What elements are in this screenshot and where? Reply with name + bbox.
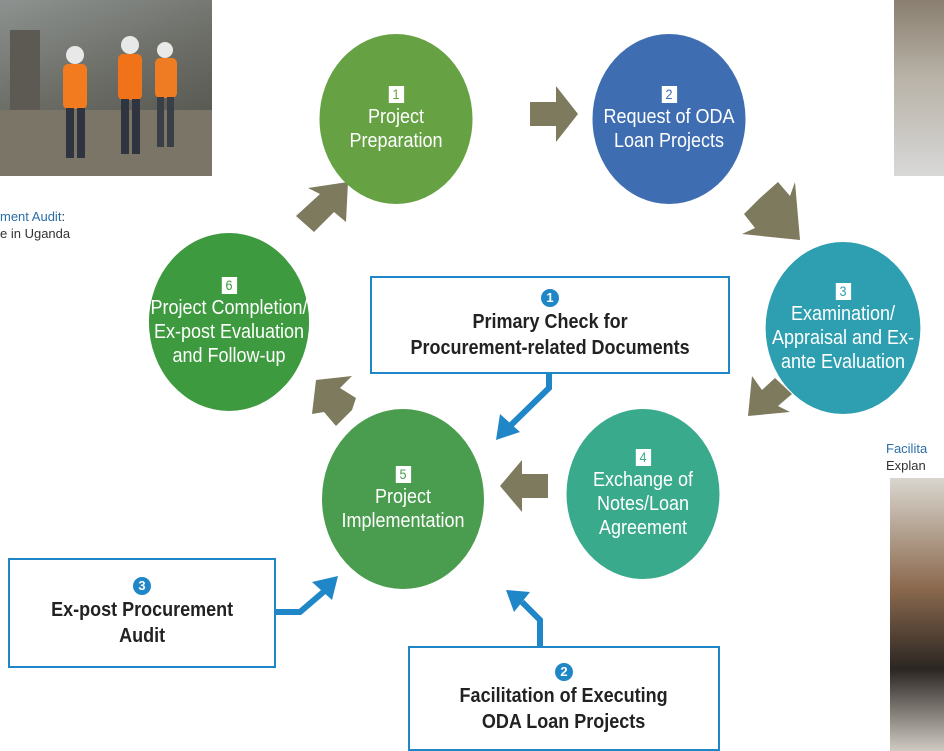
caption-audit-title: ment Audit bbox=[0, 209, 62, 224]
arrow-box1-head bbox=[496, 414, 520, 440]
arrow-box1-to-step5 bbox=[505, 370, 552, 431]
caption-audit-sub: e in Uganda bbox=[0, 226, 71, 241]
step-4-number: 4 bbox=[635, 448, 651, 466]
step-2-label: Request of ODA Loan Projects bbox=[603, 105, 735, 152]
caption-facilit-sub: Explan bbox=[886, 458, 926, 473]
box-1-number: 1 bbox=[541, 289, 559, 307]
arrow-5-to-6 bbox=[312, 376, 356, 426]
caption-facilit-title: Facilita bbox=[886, 441, 928, 456]
step-1-number: 1 bbox=[388, 85, 404, 103]
arrow-box2-to-step5 bbox=[519, 599, 543, 646]
arrow-box2-head bbox=[506, 590, 530, 612]
box-ex-post-audit: 3 Ex-post Procurement Audit bbox=[8, 558, 276, 668]
box-facilitation: 2 Facilitation of Executing ODA Loan Pro… bbox=[408, 646, 720, 751]
arrow-6-to-1 bbox=[296, 182, 348, 232]
photo-meeting-top-right bbox=[894, 0, 944, 176]
step-2-circle: 2 Request of ODA Loan Projects bbox=[592, 34, 746, 204]
photo-caption-facilitation: Facilita Explan bbox=[886, 440, 927, 474]
box-2-label: Facilitation of Executing ODA Loan Proje… bbox=[459, 684, 669, 733]
step-5-label: Project Implementation bbox=[341, 485, 465, 532]
arrow-1-to-2 bbox=[530, 86, 578, 142]
box-primary-check: 1 Primary Check for Procurement-related … bbox=[370, 276, 730, 374]
box-2-number: 2 bbox=[555, 662, 573, 681]
step-5-circle: 5 Project Implementation bbox=[322, 409, 484, 589]
step-6-number: 6 bbox=[221, 276, 237, 294]
step-4-label: Exchange of Notes/Loan Agreement bbox=[592, 468, 694, 539]
box-3-number: 3 bbox=[133, 577, 151, 595]
step-6-circle: 6 Project Completion/ Ex-post Evaluation… bbox=[148, 233, 310, 411]
step-2-number: 2 bbox=[661, 85, 677, 103]
step-6-label: Project Completion/ Ex-post Evaluation a… bbox=[150, 296, 308, 367]
photo-caption-audit: ment Audit: e in Uganda bbox=[0, 208, 70, 242]
arrow-box3-to-step5 bbox=[276, 585, 330, 615]
arrow-4-to-5 bbox=[500, 460, 548, 512]
box-3-label: Ex-post Procurement Audit bbox=[50, 599, 234, 647]
step-3-label: Examination/ Appraisal and Ex- ante Eval… bbox=[771, 302, 915, 373]
photo-uganda-workers bbox=[0, 0, 212, 176]
step-5-number: 5 bbox=[395, 465, 411, 483]
step-3-number: 3 bbox=[835, 282, 851, 300]
step-1-label: Project Preparation bbox=[349, 105, 443, 152]
caption-audit-colon: : bbox=[61, 209, 66, 224]
arrow-box3-head bbox=[312, 576, 338, 600]
photo-meeting-bottom-right bbox=[890, 478, 944, 751]
step-3-circle: 3 Examination/ Appraisal and Ex- ante Ev… bbox=[765, 242, 921, 414]
step-4-circle: 4 Exchange of Notes/Loan Agreement bbox=[566, 409, 720, 579]
workers-illustration bbox=[0, 30, 212, 176]
box-1-label: Primary Check for Procurement-related Do… bbox=[410, 311, 690, 359]
arrow-3-to-4 bbox=[748, 376, 792, 416]
step-1-circle: 1 Project Preparation bbox=[319, 34, 473, 204]
arrow-2-to-3 bbox=[742, 182, 800, 240]
